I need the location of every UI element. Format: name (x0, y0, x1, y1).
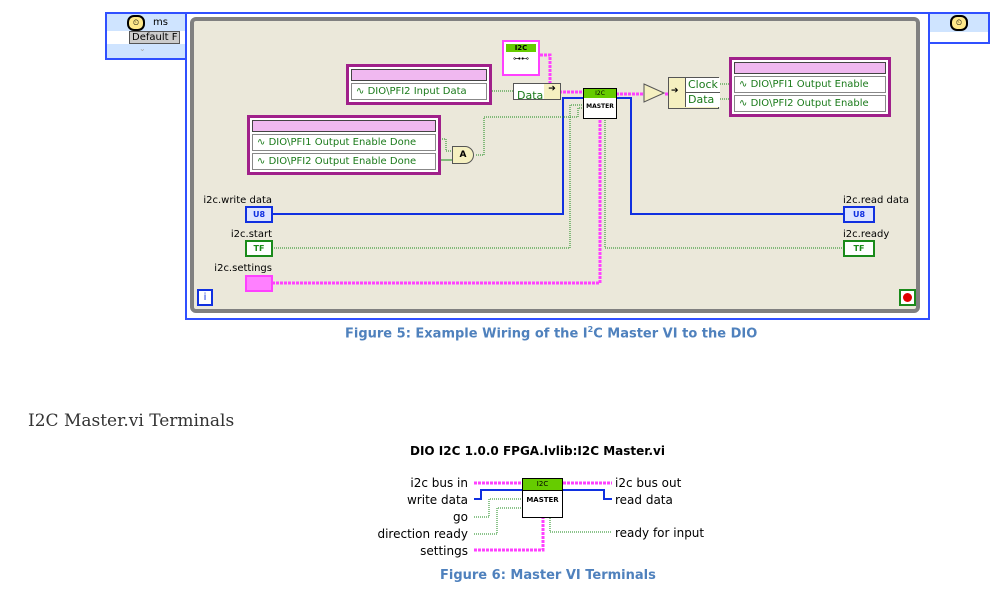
type-label: TF (853, 244, 865, 253)
io-item-label: DIO\PFI1 Output Enable Done (268, 137, 417, 148)
fpga-io-node-output-enable[interactable]: ∿ DIO\PFI1 Output Enable ∿ DIO\PFI2 Outp… (729, 57, 891, 117)
start-terminal[interactable]: TF (245, 240, 273, 257)
io-item-label: DIO\PFI2 Output Enable (750, 98, 869, 109)
section-heading: I2C Master.vi Terminals (28, 411, 235, 431)
io-item[interactable]: ∿ DIO\PFI2 Output Enable Done (252, 153, 436, 170)
write-data-label: i2c.write data (203, 195, 272, 206)
wire-settings (272, 118, 602, 285)
write-data-terminal[interactable]: U8 (245, 206, 273, 223)
ready-indicator: TF (843, 240, 875, 257)
unbundle-by-name[interactable]: Data ➔ (513, 83, 561, 102)
input-direction-ready: direction ready (377, 527, 468, 541)
input-i2c-bus-in: i2c bus in (410, 476, 468, 490)
bundle-clock: Clock (685, 78, 720, 93)
wire-write-data (272, 97, 583, 215)
i2c-master-vi[interactable]: I2C MASTER (583, 88, 617, 119)
fpga-io-node-input-data[interactable]: ∿ DIO\PFI2 Input Data (346, 64, 492, 105)
i2c-constant[interactable]: I2C ⊶⊷ (502, 40, 540, 76)
icon-top: I2C (523, 479, 562, 491)
figure-5-caption: Figure 5: Example Wiring of the I2C Mast… (345, 325, 758, 342)
io-item[interactable]: ∿ DIO\PFI2 Input Data (351, 83, 487, 100)
io-item[interactable]: ∿ DIO\PFI1 Output Enable (734, 76, 886, 93)
bundle-data: Data (685, 93, 720, 107)
settings-label: i2c.settings (214, 263, 272, 274)
and-gate[interactable]: A (452, 146, 474, 164)
read-data-label: i2c.read data (843, 195, 910, 206)
read-data-indicator: U8 (843, 206, 875, 223)
bundle-by-name[interactable]: ➔ Clock Data (668, 77, 720, 109)
io-item[interactable]: ∿ DIO\PFI1 Output Enable Done (252, 134, 436, 151)
io-item-label: DIO\PFI2 Input Data (367, 86, 467, 97)
type-label: U8 (852, 210, 866, 219)
timed-loop-output-panel: ⏲ (928, 12, 990, 44)
ready-label: i2c.ready (843, 229, 890, 240)
type-label: TF (253, 244, 265, 253)
fpga-io-node-output-enable-done[interactable]: ∿ DIO\PFI1 Output Enable Done ∿ DIO\PFI2… (247, 115, 441, 175)
expand-chevron-icon[interactable]: ⌄ (139, 44, 146, 53)
iteration-terminal: i (197, 289, 213, 306)
io-item[interactable]: ∿ DIO\PFI2 Output Enable (734, 95, 886, 112)
settings-terminal[interactable] (245, 275, 273, 292)
wire-i2c-bus (540, 53, 583, 94)
io-item-label: DIO\PFI1 Output Enable (750, 79, 869, 90)
type-label: U8 (252, 210, 266, 219)
unbundle-label: Data (517, 89, 544, 102)
start-label: i2c.start (230, 229, 272, 240)
output-ready-for-input: ready for input (615, 526, 705, 540)
source-value: Default F (129, 31, 181, 44)
stop-icon[interactable] (899, 289, 916, 306)
wire-ready (604, 118, 843, 249)
input-go: go (453, 510, 468, 524)
clock-icon: ⏲ (127, 15, 145, 31)
wire-start (272, 104, 583, 249)
output-i2c-bus-out: i2c bus out (615, 476, 682, 490)
output-read-data: read data (615, 493, 673, 507)
wire-and (476, 107, 583, 156)
figure-6-title: DIO I2C 1.0.0 FPGA.lvlib:I2C Master.vi (410, 444, 665, 458)
vi-icon-top: I2C (584, 89, 616, 98)
timed-loop-input-panel: ⏲ ms Default F ⌄ (105, 12, 187, 60)
i2c-constant-label: I2C (506, 44, 536, 52)
not-gate-icon[interactable] (641, 82, 667, 104)
vi-icon-bottom: MASTER (586, 103, 614, 110)
icon-bottom: MASTER (526, 496, 559, 504)
unit-label: ms (153, 17, 168, 28)
master-vi-icon: I2C MASTER (522, 478, 563, 518)
figure-6-caption: Figure 6: Master VI Terminals (440, 568, 656, 583)
arrow-icon: ➔ (544, 84, 560, 99)
io-item-label: DIO\PFI2 Output Enable Done (268, 156, 417, 167)
source-row[interactable]: Default F (107, 31, 185, 44)
input-settings: settings (420, 544, 468, 558)
wire-done1 (440, 138, 452, 152)
bus-icon: ⊶⊷ (513, 54, 529, 63)
arrow-icon: ➔ (671, 86, 679, 96)
and-gate-label: A (459, 150, 467, 160)
clock-icon: ⏲ (950, 15, 968, 31)
wire-read-data (616, 97, 843, 215)
iteration-label: i (203, 292, 207, 303)
input-write-data: write data (406, 493, 468, 507)
